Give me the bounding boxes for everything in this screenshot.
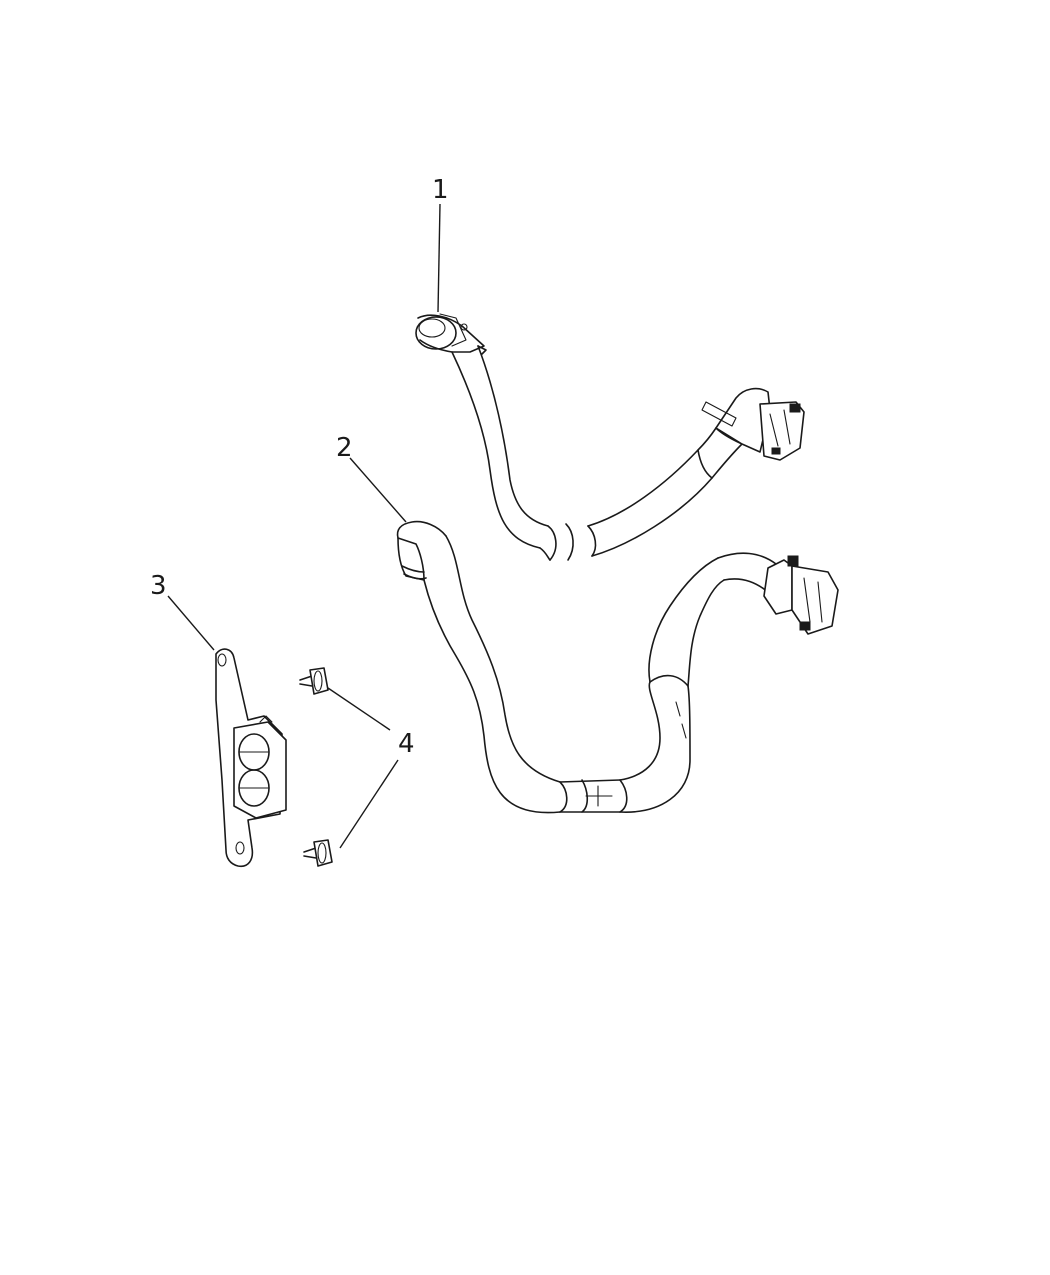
callout-3: 3 bbox=[150, 571, 167, 601]
hose-1 bbox=[415, 313, 805, 561]
leader-4a bbox=[327, 687, 391, 731]
callout-2: 2 bbox=[336, 433, 353, 463]
screw-4-lower bbox=[303, 839, 333, 867]
leader-2 bbox=[349, 457, 407, 523]
bracket-3 bbox=[215, 648, 287, 868]
callout-1: 1 bbox=[432, 175, 449, 205]
screw-4-upper bbox=[299, 667, 329, 695]
callout-4: 4 bbox=[398, 729, 415, 759]
hose-2 bbox=[396, 520, 839, 814]
leader-1 bbox=[437, 203, 441, 313]
leader-3 bbox=[167, 595, 215, 651]
leader-4b bbox=[339, 759, 399, 849]
